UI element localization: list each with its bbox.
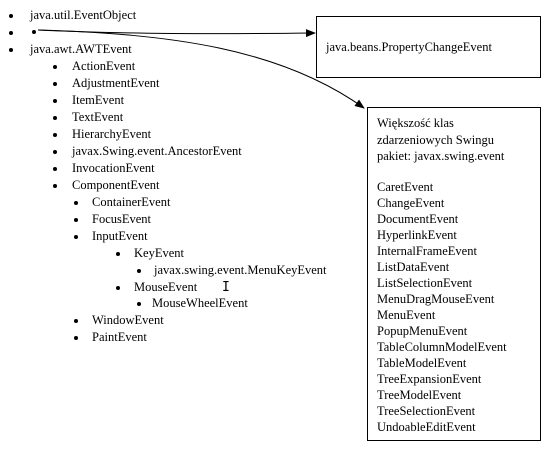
swing-event-item: TableModelEvent	[377, 356, 467, 370]
swing-box-header-line: Większość klas	[377, 116, 454, 130]
tree-node-window-event: WindowEvent	[92, 313, 164, 327]
tree-node-paint-event: PaintEvent	[92, 330, 147, 344]
beans-event-label: java.beans.PropertyChangeEvent	[326, 40, 492, 54]
swing-events-box: Większość klas zdarzeniowych Swingu paki…	[367, 107, 541, 441]
bullet	[53, 116, 57, 120]
tree-node-input-event: InputEvent	[92, 229, 148, 243]
arrow-to-swing-box	[37, 29, 365, 109]
bullet	[9, 31, 13, 35]
beans-event-box: java.beans.PropertyChangeEvent	[316, 16, 541, 78]
tree-node-container-event: ContainerEvent	[92, 195, 171, 209]
bullet	[116, 252, 120, 256]
connector-origin-dot	[32, 30, 36, 34]
tree-node-awt-event: java.awt.AWTEvent	[30, 42, 132, 56]
swing-event-item: UndoableEditEvent	[377, 420, 476, 434]
tree-node-invocation-event: InvocationEvent	[72, 161, 155, 175]
bullet	[53, 150, 57, 154]
tree-node-item-event: ItemEvent	[72, 93, 125, 107]
bullet	[74, 201, 78, 205]
tree-node-adjustment-event: AdjustmentEvent	[72, 76, 160, 90]
swing-event-item: DocumentEvent	[377, 212, 459, 226]
swing-event-item: PopupMenuEvent	[377, 324, 468, 338]
tree-node-key-event: KeyEvent	[134, 246, 184, 260]
bullet	[9, 48, 13, 52]
bullet	[116, 286, 120, 290]
swing-event-item: ListSelectionEvent	[377, 276, 473, 290]
tree-node-focus-event: FocusEvent	[92, 212, 152, 226]
swing-event-item: CaretEvent	[377, 180, 434, 194]
tree-node-action-event: ActionEvent	[72, 59, 136, 73]
swing-box-header-line: zdarzeniowych Swingu	[377, 133, 494, 147]
bullet	[74, 319, 78, 323]
swing-event-item: InternalFrameEvent	[377, 244, 477, 258]
swing-event-item: ChangeEvent	[377, 196, 445, 210]
bullet	[53, 99, 57, 103]
tree-node-mouse-event: MouseEvent	[134, 280, 198, 294]
bullet	[137, 302, 141, 306]
swing-event-item: HyperlinkEvent	[377, 228, 457, 242]
text-cursor-icon: I	[222, 280, 230, 295]
swing-event-item: TreeExpansionEvent	[377, 372, 482, 386]
swing-event-item: MenuEvent	[377, 308, 436, 322]
swing-event-item: MenuDragMouseEvent	[377, 292, 495, 306]
bullet	[74, 235, 78, 239]
tree-node-ancestor-event: javax.Swing.event.AncestorEvent	[72, 144, 242, 158]
bullet	[74, 218, 78, 222]
swing-event-item: TreeSelectionEvent	[377, 404, 476, 418]
bullet	[137, 269, 141, 273]
tree-root-event-object: java.util.EventObject	[30, 8, 137, 22]
tree-node-hierarchy-event: HierarchyEvent	[72, 127, 152, 141]
bullet	[53, 65, 57, 69]
swing-box-header-line: pakiet: javax.swing.event	[377, 149, 505, 163]
tree-node-component-event: ComponentEvent	[72, 178, 160, 192]
bullet	[53, 167, 57, 171]
bullet	[53, 82, 57, 86]
bullet	[53, 184, 57, 188]
swing-event-item: TableColumnModelEvent	[377, 340, 507, 354]
swing-event-item: TreeModelEvent	[377, 388, 462, 402]
tree-node-text-event: TextEvent	[72, 110, 124, 124]
bullet	[74, 336, 78, 340]
swing-event-item: ListDataEvent	[377, 260, 450, 274]
tree-node-mousewheel-event: MouseWheelEvent	[152, 296, 248, 310]
bullet	[9, 14, 13, 18]
bullet	[53, 133, 57, 137]
tree-node-menukey-event: javax.swing.event.MenuKeyEvent	[154, 263, 327, 277]
